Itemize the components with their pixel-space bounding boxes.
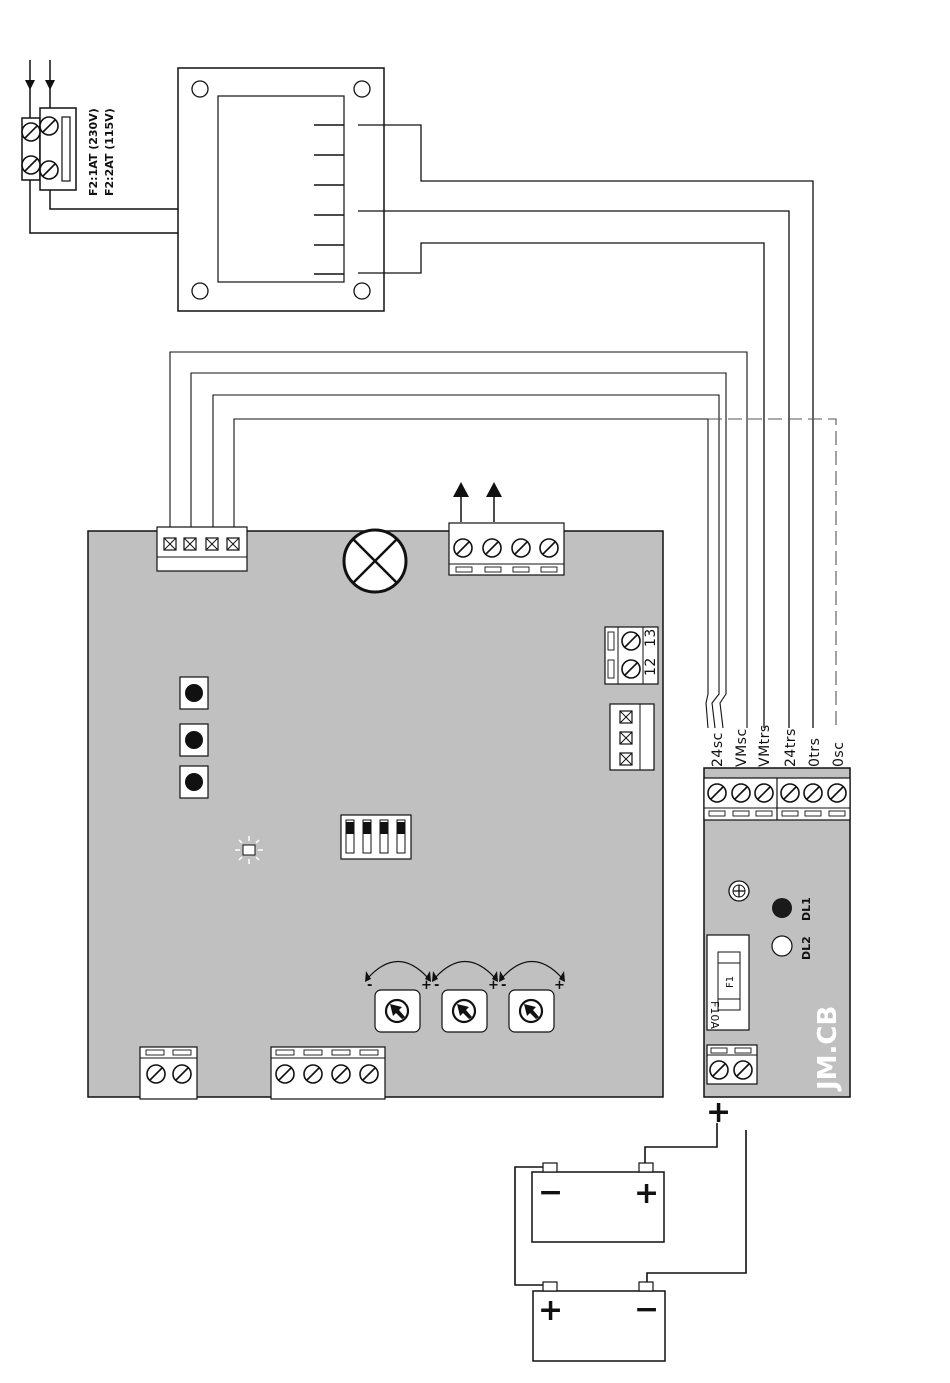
push-button — [180, 724, 208, 756]
output-terminal-block — [449, 482, 564, 575]
terminal-label-0sc: 0sc — [831, 742, 847, 767]
led-dl1 — [772, 898, 792, 918]
control-board: 13 12 — [88, 482, 663, 1099]
pot-plus-sign: + — [554, 978, 565, 993]
pot-minus-sign: - — [434, 978, 439, 993]
status-led-icon — [235, 836, 263, 864]
push-button — [180, 766, 208, 798]
mains-fuse-holder: F2:1AT (230V) F2:2AT (115V) — [22, 60, 190, 233]
output-arrow-icon — [486, 482, 502, 497]
lamp-icon — [344, 530, 406, 592]
dip-switch — [341, 815, 411, 859]
terminal-label-0trs: 0trs — [807, 738, 823, 767]
bottom-terminal-block-4 — [271, 1047, 385, 1099]
input-arrow-icon — [45, 80, 55, 90]
module-terminal-labels: 24sc VMsc VMtrs 24trs 0trs 0sc — [710, 724, 847, 767]
pot-plus-sign: + — [421, 978, 432, 993]
terminal-label-24sc: 24sc — [710, 732, 726, 767]
led-dl2 — [772, 936, 792, 956]
battery-bottom-plus: + — [538, 1293, 563, 1328]
pot-minus-sign: - — [501, 978, 506, 993]
terminal-label-vmsc: VMsc — [734, 728, 750, 767]
battery-bottom: + − — [533, 1282, 665, 1361]
transformer — [178, 68, 384, 311]
input-arrow-icon — [25, 80, 35, 90]
fuse-rating-label-230: F2:1AT (230V) — [87, 108, 100, 196]
board-input-terminal-block — [157, 527, 247, 571]
pot-plus-sign: + — [488, 978, 499, 993]
push-buttons — [180, 677, 208, 798]
module-brand-label: JM.CB — [813, 1006, 843, 1092]
battery-bottom-minus: − — [634, 1292, 659, 1327]
fuse-rating-f10a: F10A — [708, 1001, 721, 1029]
led-dl1-label: DL1 — [800, 897, 813, 921]
battery-plus-sign: + — [706, 1095, 731, 1130]
terminal-12-13: 13 12 — [605, 627, 659, 684]
terminal-label-24trs: 24trs — [783, 728, 799, 767]
battery-charger-module: DL1 DL2 F1 F10A JM.CB — [704, 768, 850, 1097]
battery-output-terminal — [707, 1045, 757, 1084]
led-dl2-label: DL2 — [800, 936, 813, 960]
output-arrow-icon — [453, 482, 469, 497]
terminal-13-label: 13 — [643, 628, 659, 647]
side-terminal-block — [610, 704, 654, 770]
battery-top: − + — [532, 1163, 664, 1242]
pot-minus-sign: - — [367, 978, 372, 993]
module-fuse: F1 F10A — [707, 935, 749, 1030]
terminal-12-label: 12 — [643, 657, 659, 676]
fuse-f1-label: F1 — [725, 976, 736, 988]
bottom-terminal-block-2 — [140, 1047, 197, 1099]
battery-top-plus: + — [634, 1176, 659, 1211]
push-button — [180, 677, 208, 709]
terminal-label-vmtrs: VMtrs — [757, 724, 773, 767]
fuse-rating-label-115: F2:2AT (115V) — [103, 108, 116, 196]
battery-top-minus: − — [538, 1175, 563, 1210]
adjust-screw-icon — [729, 881, 749, 901]
